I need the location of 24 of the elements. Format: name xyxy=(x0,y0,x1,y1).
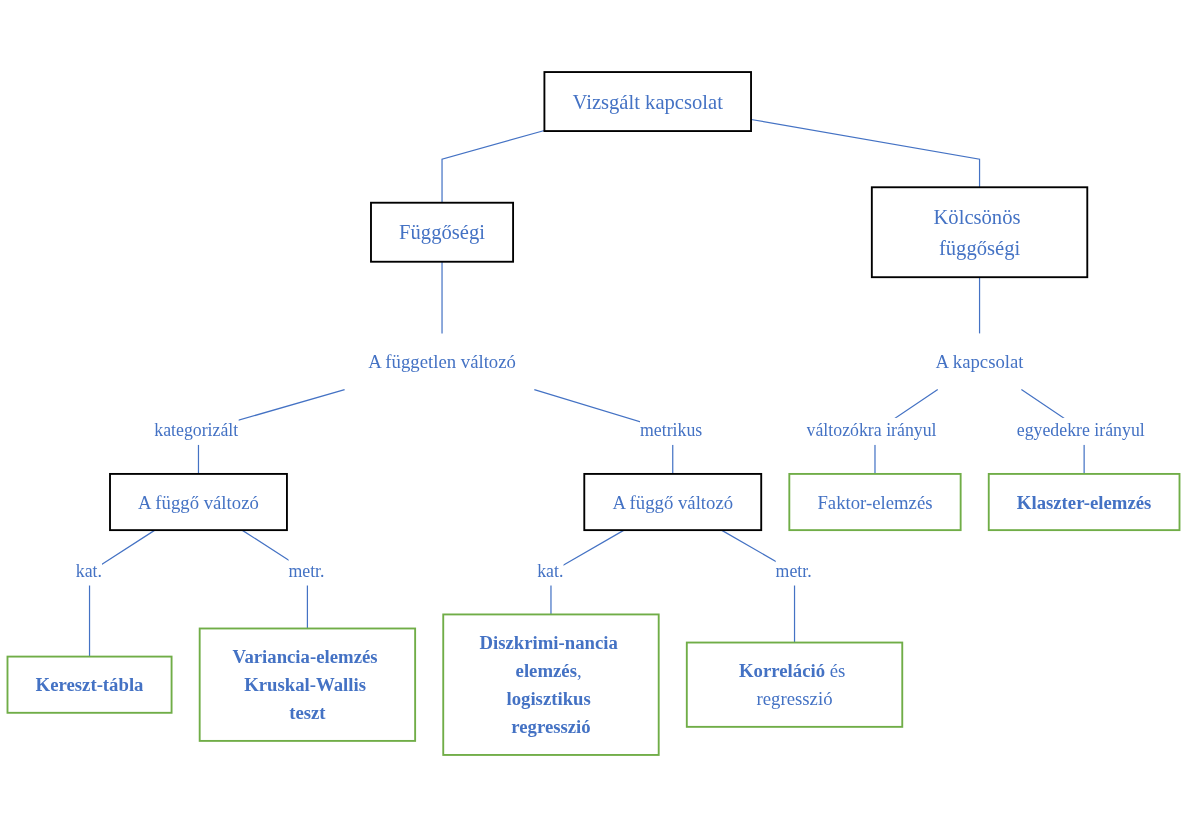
node-box: Klaszter-elemzés xyxy=(987,473,1181,532)
node-box: A függő változó xyxy=(583,473,763,532)
edge-label: metrikus xyxy=(639,420,703,441)
node-box: Diszkrimi-nancia elemzés, logisztikus regresszió xyxy=(442,613,660,756)
node-box: Kereszt-tábla xyxy=(6,655,173,714)
node-box: Variancia-elemzés Kruskal-Wallis teszt xyxy=(198,627,417,742)
node-box: Függőségi xyxy=(370,201,514,263)
edge-label: kategorizált xyxy=(154,420,239,441)
edge-label: kat. xyxy=(537,561,564,581)
node-box: Korreláció és regresszió xyxy=(685,641,904,728)
node-text: A független változó xyxy=(368,351,516,372)
node-box: Faktor-elemzés xyxy=(788,473,962,532)
node-box: Vizsgált kapcsolat xyxy=(543,71,752,132)
edge-label: metr. xyxy=(288,561,325,581)
connector xyxy=(978,276,981,335)
connector xyxy=(441,261,443,335)
edge-label: kat. xyxy=(75,561,102,581)
connector xyxy=(441,129,545,204)
node-box: A függő változó xyxy=(109,473,288,532)
node-box: Kölcsönös függőségi xyxy=(870,186,1089,279)
edge-label: változókra irányul xyxy=(806,420,937,441)
node-text: A kapcsolat xyxy=(935,351,1024,372)
edge-label: egyedekre irányul xyxy=(1016,420,1145,441)
edge-label: metr. xyxy=(775,561,812,581)
